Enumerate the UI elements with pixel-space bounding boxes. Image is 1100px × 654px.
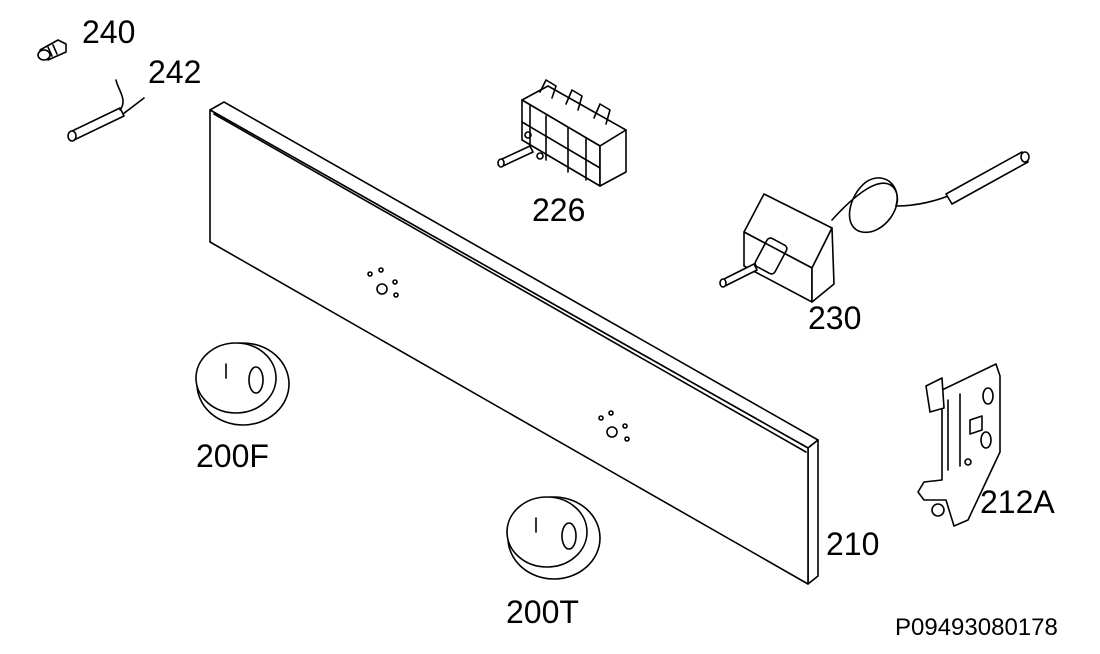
label-230: 230 (808, 300, 862, 336)
drawing-code: P09493080178 (895, 614, 1058, 641)
label-212A: 212A (980, 484, 1055, 520)
label-240: 240 (82, 14, 136, 50)
probe-242 (68, 80, 144, 141)
knob-200F (196, 343, 289, 425)
label-200T: 200T (506, 594, 579, 630)
label-210: 210 (826, 526, 880, 562)
label-242: 242 (148, 54, 202, 90)
selector-switch-226 (498, 80, 626, 186)
thermostat-230 (720, 152, 1029, 302)
screw-240 (38, 40, 66, 60)
label-200F: 200F (196, 438, 269, 474)
control-panel-210 (210, 102, 818, 584)
bracket-212A (918, 364, 1000, 526)
label-226: 226 (532, 192, 586, 228)
knob-200T (507, 497, 600, 579)
